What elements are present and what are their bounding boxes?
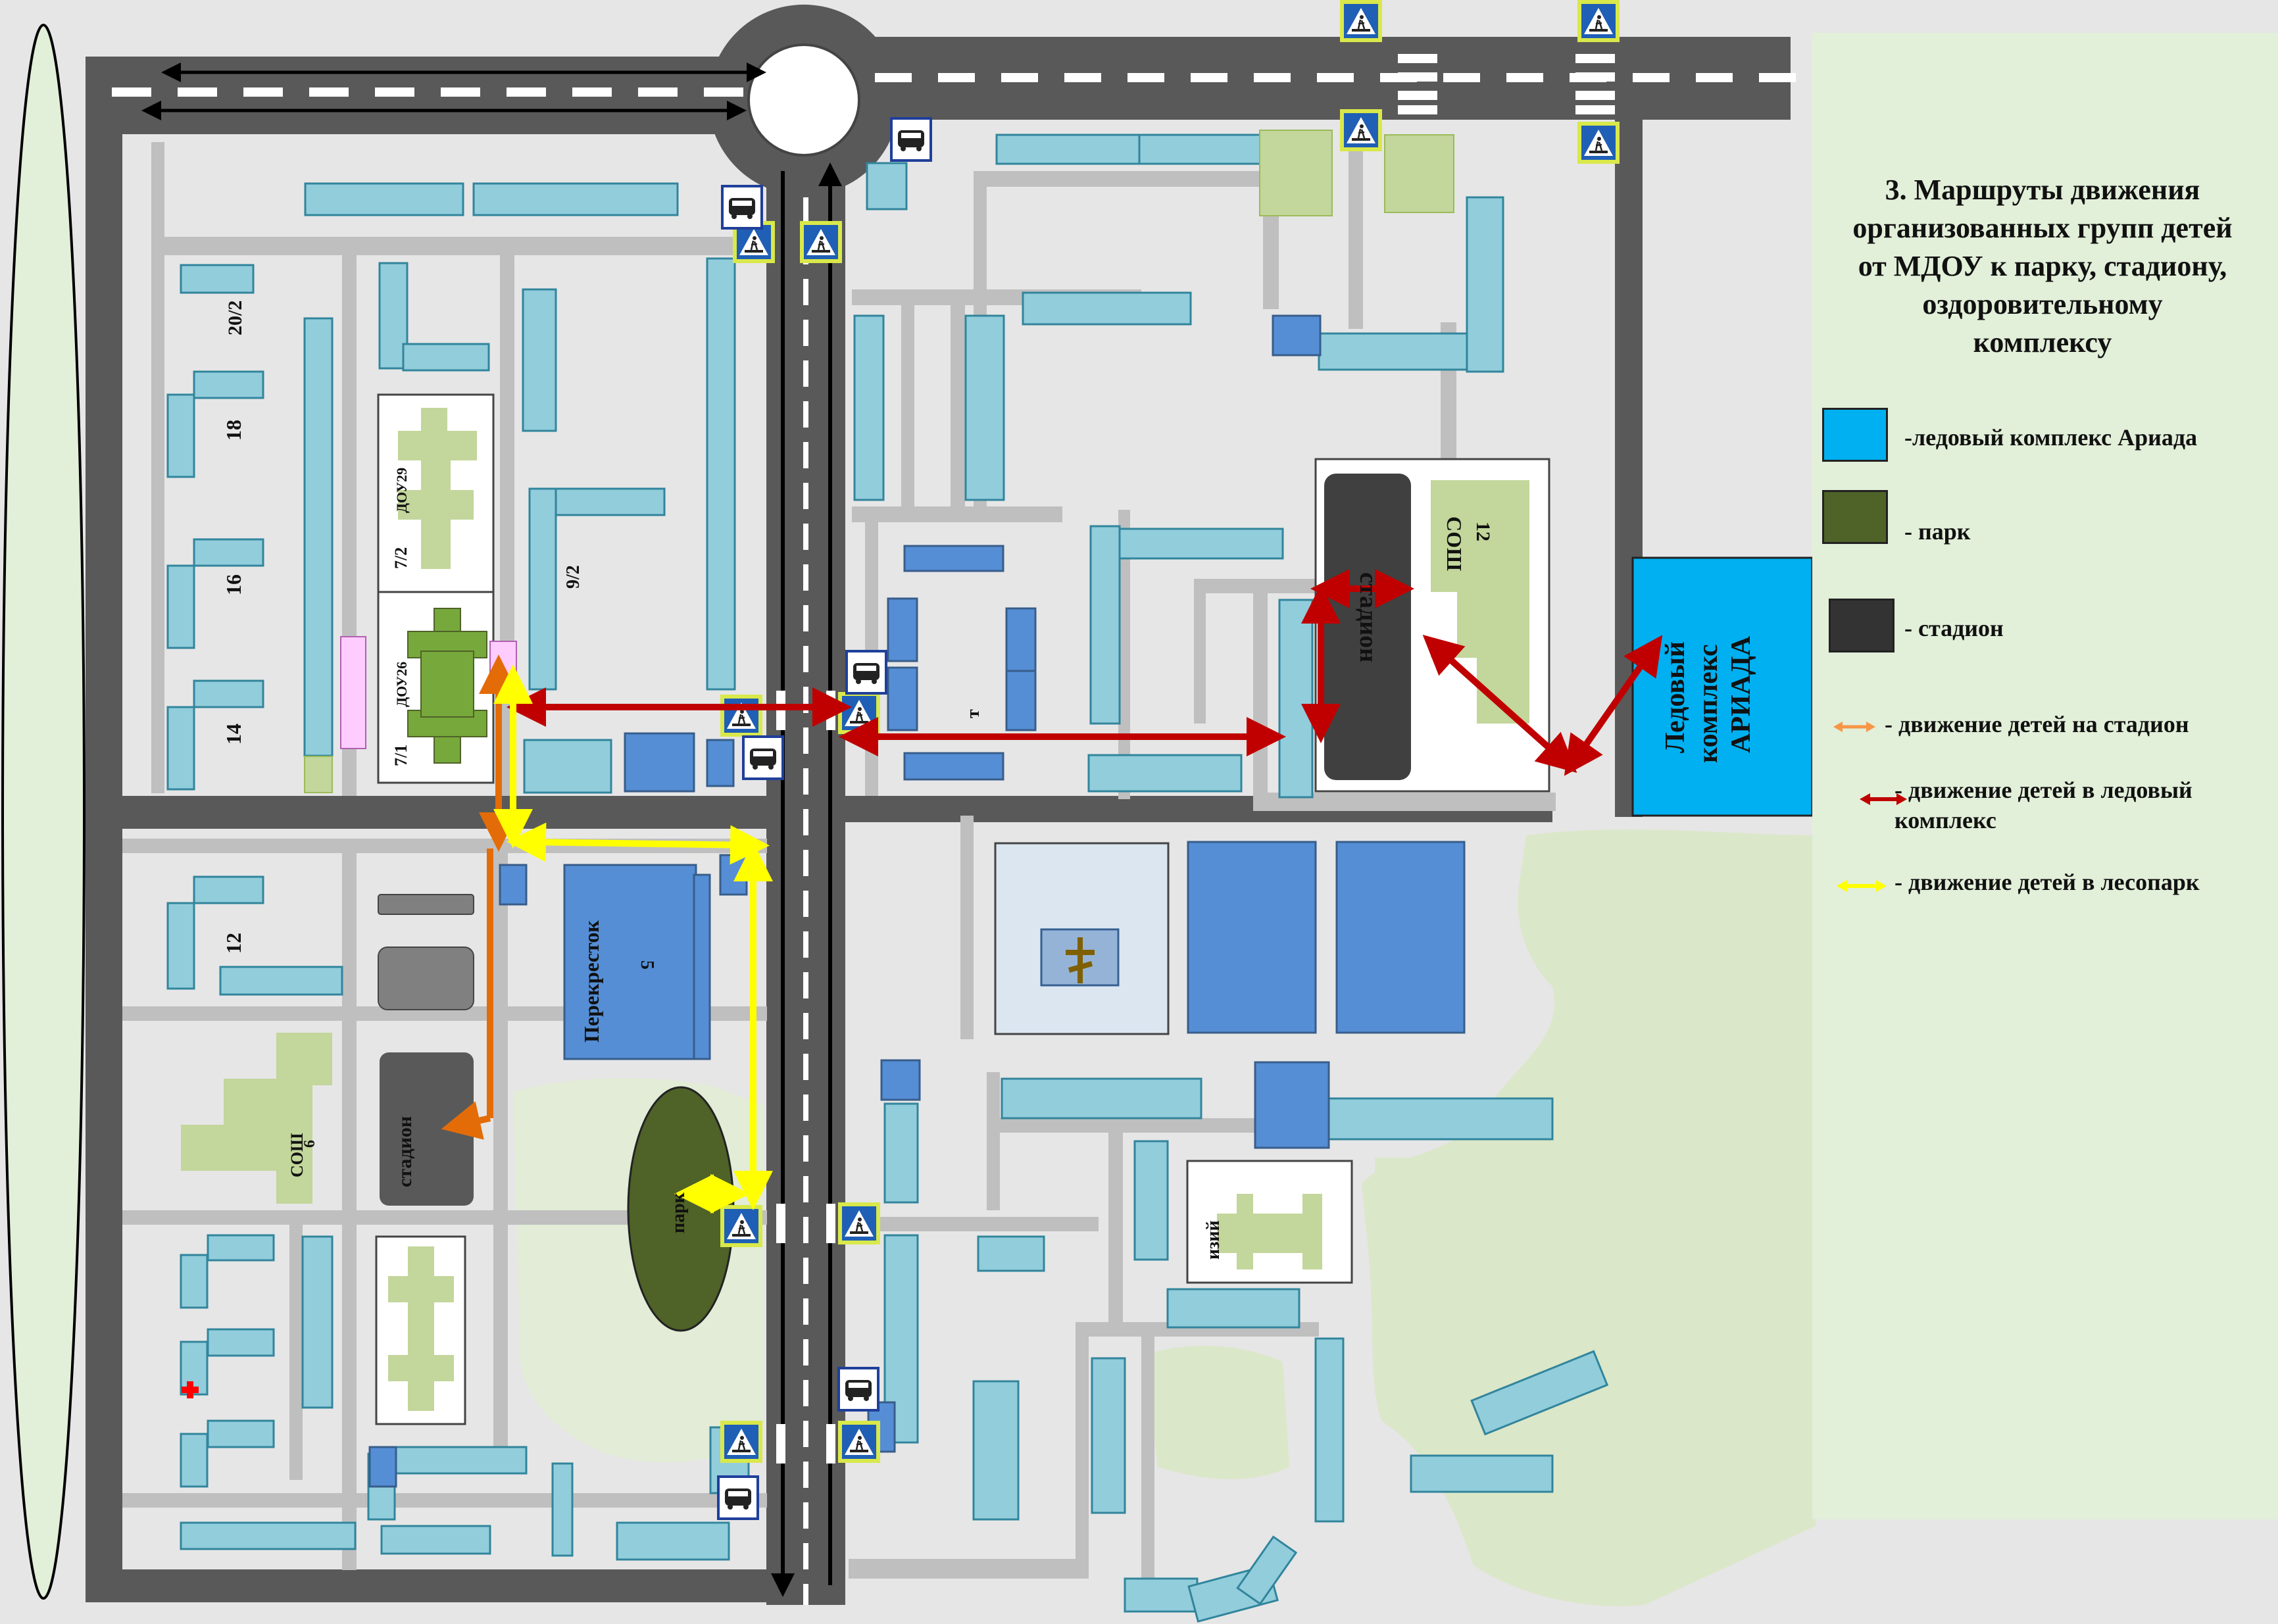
left-oval-forest — [1, 24, 86, 1600]
pedestrian-crossing-icon — [1576, 120, 1621, 165]
legend-arrow-stadium — [1833, 722, 1875, 732]
label-school12-number: 12 — [1472, 522, 1494, 541]
pedestrian-crossing-icon — [837, 1201, 881, 1246]
red-cross-icon — [182, 1381, 199, 1398]
label-t: т — [963, 709, 983, 718]
pedestrian-crossing-icon — [1339, 0, 1383, 43]
kindergarten-south-building — [388, 1246, 454, 1411]
label-school6: СОШ — [287, 1133, 307, 1177]
bus-stop-icon — [890, 117, 932, 162]
green-areas — [304, 130, 1454, 793]
legend-label-route-stadium: - движение детей на стадион — [1885, 711, 2189, 737]
bus-stop-icon — [721, 185, 763, 230]
label-school6-number: 6 — [301, 1140, 318, 1148]
legend-swatch-park — [1822, 490, 1888, 544]
label-ice-complex-line3: АРИАДА — [1726, 635, 1756, 753]
forest-east — [1362, 829, 1816, 1606]
label-building-12: 12 — [222, 933, 245, 954]
legend-title: 3. Маршруты движения организованных груп… — [1852, 174, 2233, 358]
pedestrian-crossing-icon — [719, 1419, 764, 1464]
gray-block — [378, 947, 474, 1010]
label-building-9-2: 9/2 — [563, 565, 583, 589]
footpaths — [122, 125, 1556, 1579]
legend-arrow-ice — [1860, 793, 1907, 805]
legend-swatch-stadium — [1829, 599, 1894, 652]
small-gray-block — [378, 894, 474, 915]
roundabout-center — [747, 43, 860, 157]
label-perekrestok-number: 5 — [637, 960, 657, 970]
pedestrian-crossing-icon — [1576, 0, 1621, 43]
pink-annex-left — [340, 636, 366, 749]
bus-stop-icon — [717, 1475, 759, 1520]
bus-stop-icon — [742, 735, 784, 780]
label-school12: СОШ — [1443, 516, 1466, 571]
pedestrian-crossing-icon — [1339, 108, 1383, 153]
pedestrian-crossing-icon — [799, 220, 843, 264]
label-ice-complex-line2: комплекс — [1693, 644, 1723, 763]
ice-complex-ariada — [1631, 556, 1814, 817]
legend-panel: 3. Маршруты движения организованных груп… — [1812, 33, 2278, 1519]
dou29-building — [398, 408, 477, 569]
label-building-16: 16 — [222, 574, 245, 595]
stadium-east — [1324, 474, 1411, 780]
cross-icon — [1066, 937, 1095, 983]
route-forest-park — [493, 664, 773, 1214]
school6-building — [181, 1033, 332, 1204]
legend-label-park: - парк — [1904, 518, 1971, 545]
label-building-18: 18 — [222, 420, 245, 441]
bus-stop-icon — [845, 650, 887, 695]
forest-mid — [1375, 1158, 1493, 1394]
road-markings — [112, 62, 1796, 1605]
label-stadium-east: стадион — [1354, 572, 1382, 662]
izii-building — [1217, 1194, 1322, 1269]
label-park: парк — [668, 1192, 689, 1233]
legend-label-route-forest: - движение детей в лесопарк — [1894, 869, 2200, 895]
legend-label-route-ice: - движение детей в ледовый комплекс — [1894, 777, 2192, 833]
pink-annex-right — [489, 641, 517, 681]
label-izii: изий — [1203, 1220, 1224, 1260]
label-perekrestok: Перекресток — [580, 920, 603, 1043]
pedestrian-crossing-icon — [837, 691, 881, 735]
label-building-20-2: 20/2 — [224, 301, 246, 335]
label-building-14: 14 — [222, 724, 245, 745]
label-stadium-west: стадион — [394, 1116, 416, 1187]
label-ice-complex-line1: Ледовый — [1660, 641, 1691, 753]
forest-south — [1145, 1346, 1289, 1479]
label-dou26: ДОУ26 — [393, 662, 410, 707]
legend-swatch-ice-complex — [1822, 408, 1888, 462]
route-ice-complex — [507, 569, 1663, 776]
legend-label-ice-complex: -ледовый комплекс Ариада — [1904, 424, 2198, 451]
label-building-7-2: 7/2 — [391, 547, 410, 569]
pedestrian-crossing-icon — [837, 1419, 881, 1464]
legend-label-stadium: - стадион — [1904, 615, 2004, 641]
legend-arrow-forest — [1837, 880, 1887, 892]
pedestrian-crossing-icon — [719, 693, 764, 738]
stadium-west — [380, 1052, 474, 1206]
label-dou29: ДОУ29 — [393, 468, 410, 513]
label-building-7-1: 7/1 — [391, 745, 410, 766]
residential-buildings — [166, 134, 1609, 1623]
dou26-building — [407, 608, 487, 764]
pedestrian-crossing-icon — [719, 1204, 764, 1248]
bus-stop-icon — [837, 1367, 879, 1412]
